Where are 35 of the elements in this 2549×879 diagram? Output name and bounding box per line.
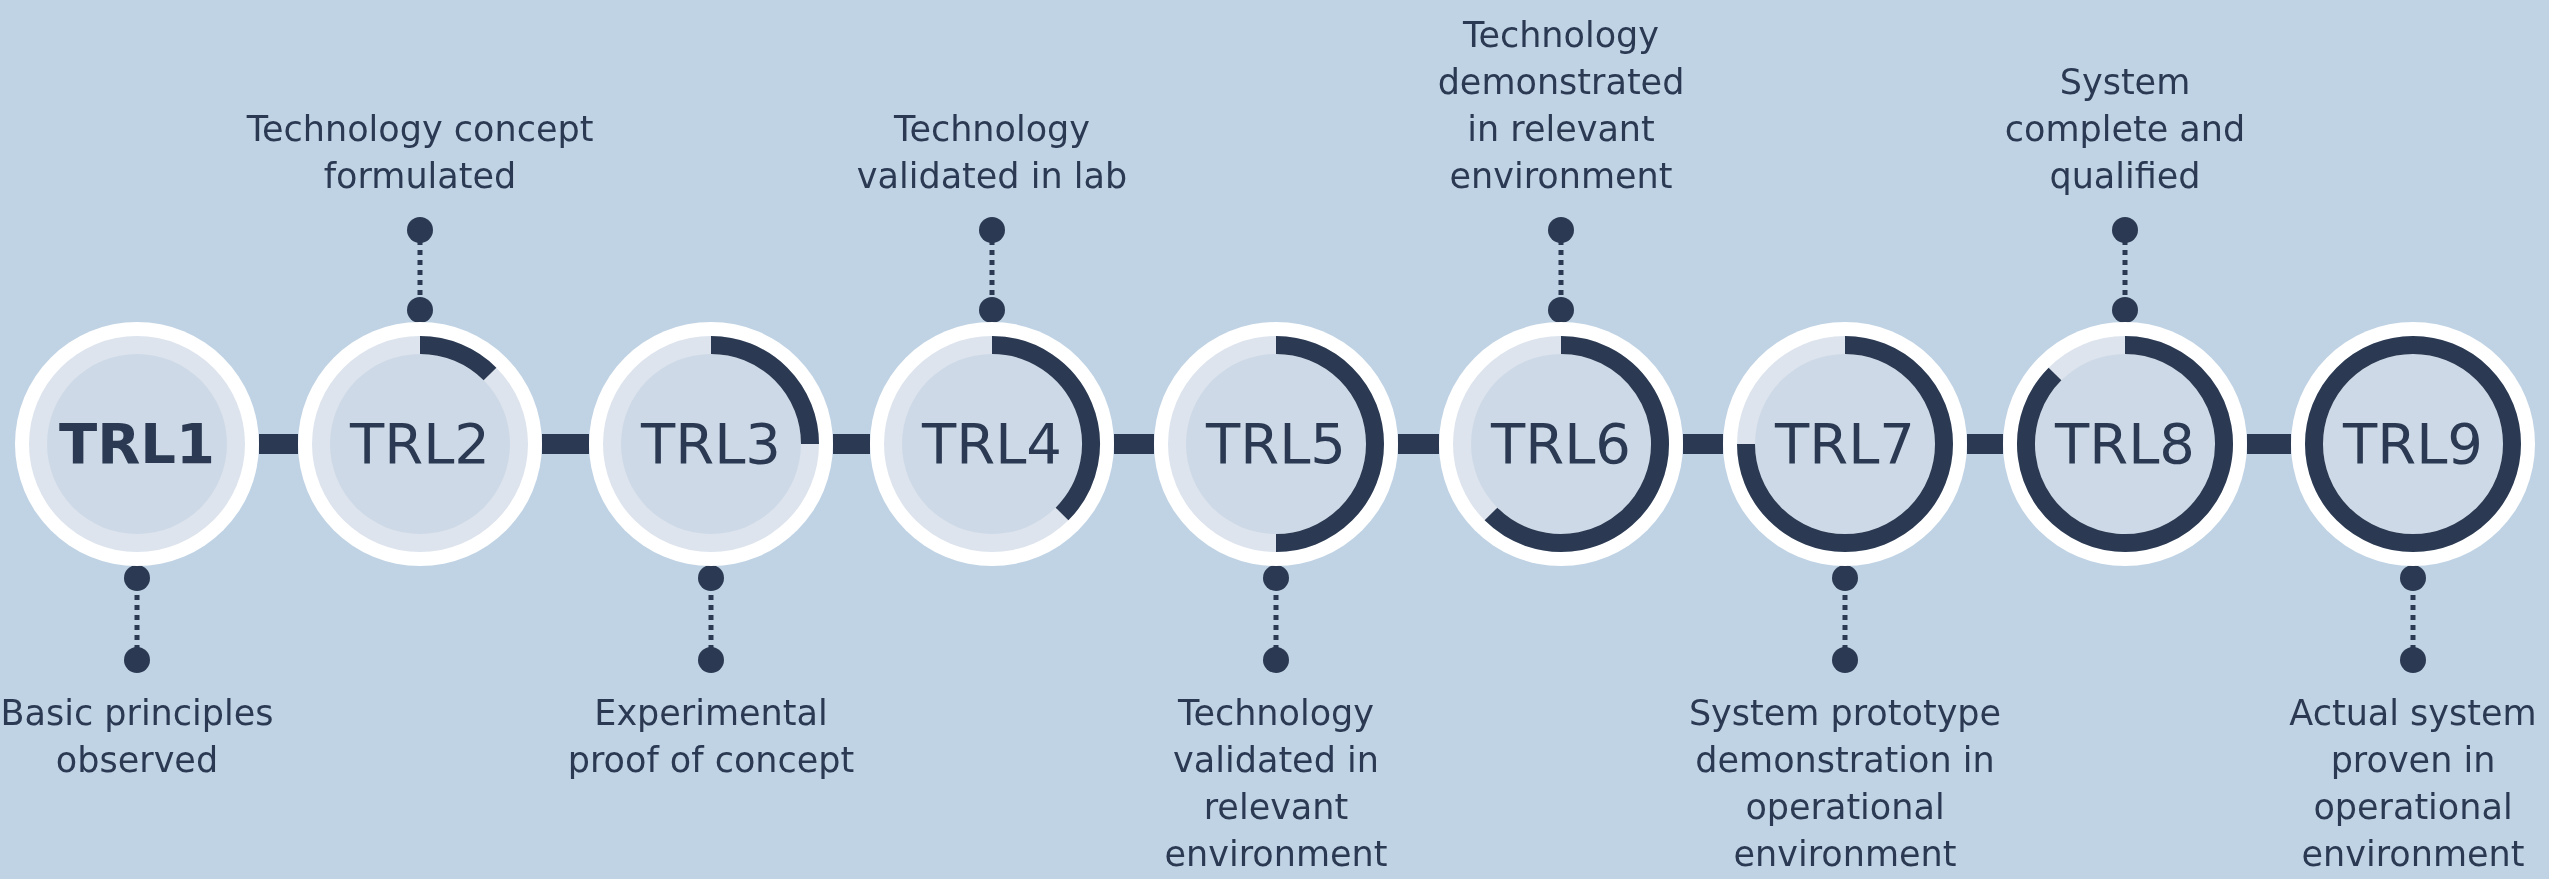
trl-label: TRL9 xyxy=(2341,414,2484,474)
leader-line xyxy=(698,565,724,673)
description-text: Technology demonstrated in relevant environment xyxy=(1421,12,1701,200)
description-text: Technology validated in relevant environment xyxy=(1161,690,1391,878)
leader-line xyxy=(2400,565,2426,673)
leader-line xyxy=(979,217,1005,323)
trl-label: TRL1 xyxy=(58,414,216,474)
leader-line xyxy=(407,217,433,323)
leader-line xyxy=(2112,217,2138,323)
leader-line xyxy=(1548,217,1574,323)
leader-line xyxy=(1832,565,1858,673)
description-text: Basic principles observed xyxy=(0,690,277,784)
leader-line xyxy=(1263,565,1289,673)
description-text: System complete and qualified xyxy=(1985,59,2265,200)
connector-bar xyxy=(259,434,298,454)
connector-bar xyxy=(833,434,870,454)
trl-label: TRL4 xyxy=(920,414,1063,474)
trl-label: TRL7 xyxy=(1773,414,1916,474)
trl-label: TRL5 xyxy=(1204,414,1347,474)
trl-label: TRL8 xyxy=(2053,414,2196,474)
connector-bar xyxy=(1967,434,2003,454)
connector-bar xyxy=(1398,434,1439,454)
description-text: Technology validated in lab xyxy=(852,106,1132,200)
trl-label: TRL6 xyxy=(1489,414,1632,474)
leader-line xyxy=(124,565,150,673)
description-text: Experimental proof of concept xyxy=(561,690,861,784)
description-text: System prototype demonstration in operational environment xyxy=(1685,690,2005,878)
description-text: Actual system proven in operational environment xyxy=(2288,690,2538,878)
trl-label: TRL2 xyxy=(348,414,491,474)
connector-bar xyxy=(542,434,589,454)
connector-bar xyxy=(1114,434,1154,454)
connector-bar xyxy=(1683,434,1723,454)
connector-bar xyxy=(2247,434,2291,454)
description-text: Technology concept formulated xyxy=(220,106,620,200)
trl-label: TRL3 xyxy=(639,414,782,474)
